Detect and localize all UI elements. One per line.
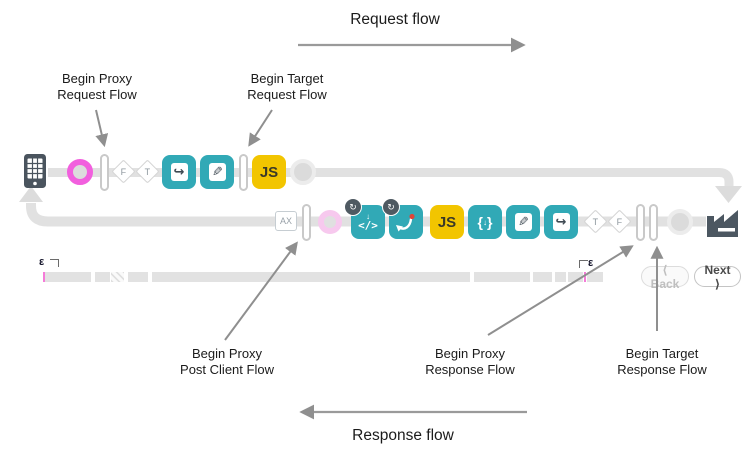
json-policy-icon[interactable]: { ↓ } <box>468 205 502 239</box>
code-icon: ↓ </> <box>358 213 378 232</box>
pencil-icon: ✎ <box>514 213 532 231</box>
rotate-badge-icon: ↻ <box>344 198 362 216</box>
timeline-segment[interactable] <box>533 272 552 282</box>
diamond-letter: F <box>616 216 623 227</box>
label-begin-proxy-request-flow: Begin Proxy Request Flow <box>30 71 164 102</box>
curved-arrow-icon <box>396 213 415 232</box>
begin-target-response-flow-step[interactable] <box>649 204 658 241</box>
label-line: Begin Proxy <box>61 71 133 86</box>
next-button[interactable]: Next ⟩ <box>694 263 741 291</box>
callout-policy-icon[interactable]: ↪ <box>544 205 578 239</box>
label-line: Begin Target <box>625 346 699 361</box>
label-line: Begin Proxy <box>191 346 263 361</box>
request-end-node[interactable] <box>290 159 316 185</box>
timeline-segment[interactable] <box>45 272 91 282</box>
rotate-glyph: ↻ <box>387 201 395 212</box>
timeline-segment[interactable] <box>587 272 603 282</box>
callout-icon: ↪ <box>170 163 188 181</box>
timeline-segment[interactable] <box>568 272 583 282</box>
response-start-node[interactable] <box>318 210 342 234</box>
ax-label: AX <box>279 216 292 226</box>
condition-diamond-t[interactable]: T <box>135 159 160 184</box>
timeline-segment[interactable] <box>555 272 566 282</box>
begin-target-request-flow-step[interactable] <box>239 154 248 191</box>
label-line: Request Flow <box>57 86 137 102</box>
diamond-letter: T <box>592 216 599 227</box>
pencil-glyph: ✎ <box>517 214 529 229</box>
pencil-icon: ✎ <box>208 163 226 181</box>
client-phone-icon[interactable] <box>24 154 46 188</box>
request-start-node[interactable] <box>67 159 93 185</box>
target-factory-icon[interactable] <box>705 205 741 239</box>
label-line: Begin Target <box>250 71 324 86</box>
analytics-ax-step[interactable]: AX <box>275 211 297 231</box>
timeline-segment[interactable] <box>474 272 530 282</box>
bracket-corner-right <box>579 260 588 268</box>
condition-diamond-f[interactable]: F <box>607 209 632 234</box>
timeline-segment[interactable] <box>95 272 110 282</box>
javascript-policy-icon[interactable]: JS <box>430 205 464 239</box>
label-begin-proxy-response-flow: Begin Proxy Response Flow <box>403 346 537 377</box>
js-label: JS <box>437 213 457 231</box>
request-flow-title: Request flow <box>350 11 440 28</box>
javascript-policy-icon[interactable]: JS <box>252 155 286 189</box>
assign-message-policy-icon[interactable]: ✎ <box>200 155 234 189</box>
arrow-to-post-client-step <box>224 241 298 341</box>
pencil-glyph: ✎ <box>211 164 223 179</box>
label-line: Response Flow <box>425 361 515 377</box>
arrow-to-proxy-request-step <box>95 109 109 148</box>
begin-proxy-request-flow-step[interactable] <box>100 154 109 191</box>
bracket-corner-left <box>50 259 59 267</box>
assign-message-policy-icon[interactable]: ✎ <box>506 205 540 239</box>
diamond-letter: T <box>144 166 151 177</box>
epsilon-marker-left: ε <box>39 256 45 268</box>
response-flow-title: Response flow <box>352 427 454 444</box>
timeline-segment[interactable] <box>128 272 148 282</box>
label-line: Response Flow <box>617 361 707 377</box>
timeline-pink-marker <box>43 272 45 282</box>
rotate-glyph: ↻ <box>349 201 357 212</box>
label-line: Begin Proxy <box>434 346 506 361</box>
begin-proxy-response-flow-step[interactable] <box>636 204 645 241</box>
callout-arrow-glyph: ↪ <box>555 214 567 229</box>
arrow-to-target-request-step <box>248 109 273 147</box>
brace-right: } <box>487 214 493 230</box>
callout-arrow-glyph: ↪ <box>173 164 185 179</box>
callout-policy-icon[interactable]: ↪ <box>162 155 196 189</box>
js-label: JS <box>259 163 279 181</box>
code-label: </> <box>358 219 378 232</box>
back-button[interactable]: ⟨ Back <box>641 263 689 291</box>
label-begin-target-request-flow: Begin Target Request Flow <box>220 71 354 102</box>
label-begin-proxy-post-client-flow: Begin Proxy Post Client Flow <box>160 346 294 377</box>
extract-variables-policy-icon[interactable]: ↻ ↓ </> <box>344 198 385 239</box>
rotate-badge-icon: ↻ <box>382 198 400 216</box>
timeline-segment-hatched[interactable] <box>111 272 124 282</box>
diamond-letter: F <box>120 166 127 177</box>
condition-diamond-f[interactable]: F <box>111 159 136 184</box>
braces-icon: { ↓ } <box>478 215 493 229</box>
label-line: Post Client Flow <box>180 361 274 377</box>
response-end-node[interactable] <box>667 209 693 235</box>
route-policy-icon[interactable]: ↻ <box>382 198 423 239</box>
timeline-segment[interactable] <box>152 272 470 282</box>
label-line: Request Flow <box>247 86 327 102</box>
begin-proxy-post-client-flow-step[interactable] <box>302 204 311 241</box>
epsilon-marker-right: ε <box>588 257 594 269</box>
label-begin-target-response-flow: Begin Target Response Flow <box>595 346 729 377</box>
timeline-pink-marker <box>584 272 586 282</box>
arrow-to-proxy-response-step <box>487 245 634 336</box>
callout-icon: ↪ <box>552 213 570 231</box>
condition-diamond-t[interactable]: T <box>583 209 608 234</box>
